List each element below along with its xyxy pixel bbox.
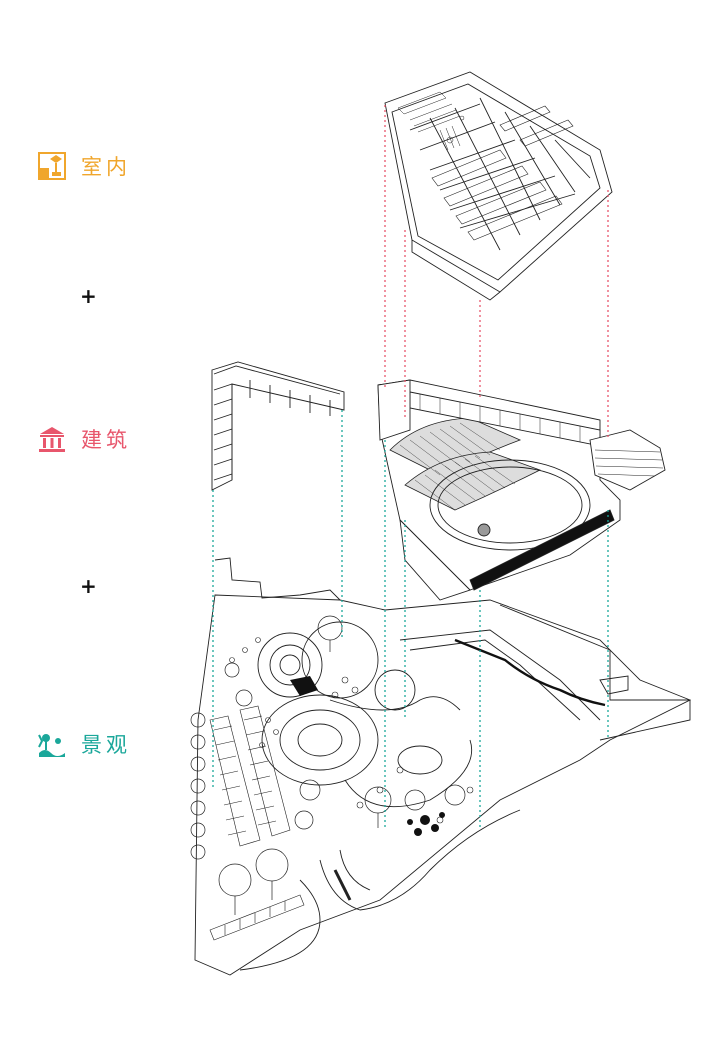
legend-label-interior: 室内 (81, 155, 131, 179)
building-main-block (377, 379, 666, 601)
legend-landscape: 景观 (37, 729, 131, 759)
legend-interior: 室内 (37, 151, 131, 181)
landscape-site-plan (190, 557, 692, 976)
building-left-wing (211, 361, 345, 491)
landscape-trees (190, 615, 466, 915)
interior-icon (38, 152, 66, 180)
interior-projection-lines (384, 105, 609, 440)
legend-building: 建筑 (37, 424, 131, 454)
plus-sign: + (80, 574, 97, 598)
building-projection-lines (212, 410, 609, 830)
plus-sign: + (80, 284, 97, 308)
legend-label-building: 建筑 (81, 428, 131, 452)
legend-label-landscape: 景观 (81, 733, 131, 757)
landscape-icon (38, 734, 65, 757)
interior-floor-plan (384, 71, 613, 301)
building-icon (39, 427, 65, 452)
